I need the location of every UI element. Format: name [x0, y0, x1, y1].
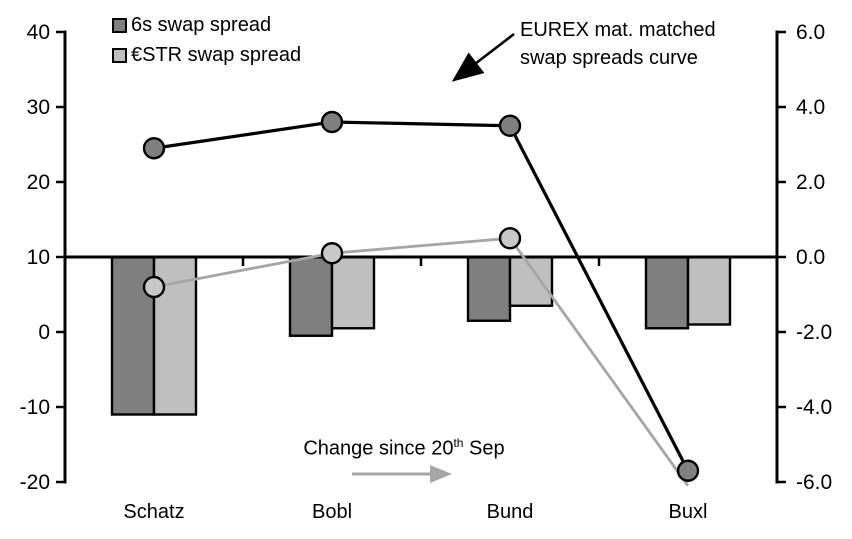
change-annotation-superscript: th [453, 436, 464, 450]
legend-swatch-6s-icon [112, 17, 127, 33]
x-axis-label-bobl: Bobl [312, 501, 352, 523]
right-axis-label-2-0: -2.0 [796, 321, 832, 344]
right-axis-label-2-0: 2.0 [796, 171, 825, 194]
x-axis-label-bund: Bund [487, 501, 534, 523]
change-direction-arrow-icon [352, 465, 452, 483]
left-axis-label-20: 20 [27, 171, 50, 194]
marker-6s-swap-spread-curve-schatz [142, 137, 166, 160]
x-axis-label-buxl: Buxl [669, 501, 708, 523]
curve-annotation-arrow-icon [451, 32, 515, 82]
left-axis-label-40: 40 [27, 21, 50, 44]
change-annotation: Change since 20th Sep [278, 436, 530, 461]
marker-estr-swap-spread-curve-schatz [142, 275, 166, 299]
bar-6s-swap-spread-change-bobl [288, 255, 334, 337]
left-axis-label-10: -10 [20, 396, 50, 419]
marker-6s-swap-spread-curve-bund [498, 114, 522, 137]
right-axis-label-4-0: 4.0 [796, 96, 825, 119]
curve-annotation-line1: EUREX mat. matched [520, 19, 716, 41]
left-axis-label-10: 10 [27, 246, 50, 269]
legend-item-6s: 6s swap spread [112, 10, 301, 40]
bar-estr-swap-spread-change-bobl [330, 255, 376, 330]
right-axis-label-6-0: -6.0 [796, 471, 832, 494]
marker-6s-swap-spread-curve-bobl [320, 110, 344, 134]
line-estr-swap-spread-curve [153, 236, 690, 487]
legend-swatch-estr-icon [112, 47, 127, 63]
change-annotation-text-after: Sep [463, 437, 505, 460]
marker-6s-swap-spread-curve-buxl [676, 459, 700, 482]
bar-estr-swap-spread-change-bund [508, 255, 554, 307]
marker-estr-swap-spread-curve-bund [498, 227, 522, 250]
x-axis-label-schatz: Schatz [123, 501, 184, 523]
legend-label-6s: 6s swap spread [131, 13, 272, 36]
bar-6s-swap-spread-change-bund [466, 255, 512, 322]
legend-item-estr: €STR swap spread [112, 40, 301, 70]
line-6s-swap-spread-curve [153, 120, 690, 472]
left-axis-label-0: 0 [38, 321, 50, 344]
legend: 6s swap spread €STR swap spread [112, 10, 301, 70]
legend-label-estr: €STR swap spread [131, 43, 302, 66]
right-axis-label-0-0: 0.0 [796, 246, 825, 269]
bar-estr-swap-spread-change-buxl [686, 255, 732, 326]
change-annotation-text: Change since 20 [303, 437, 454, 460]
marker-estr-swap-spread-curve-bobl [320, 242, 344, 265]
bar-6s-swap-spread-change-buxl [644, 255, 690, 330]
right-axis-label-4-0: -4.0 [796, 396, 832, 419]
curve-annotation-line2: swap spreads curve [520, 47, 698, 69]
right-axis-label-6-0: 6.0 [796, 21, 825, 44]
left-axis-label-30: 30 [27, 96, 50, 119]
curve-annotation: EUREX mat. matched swap spreads curve [520, 16, 716, 72]
left-axis-label-20: -20 [20, 471, 50, 494]
